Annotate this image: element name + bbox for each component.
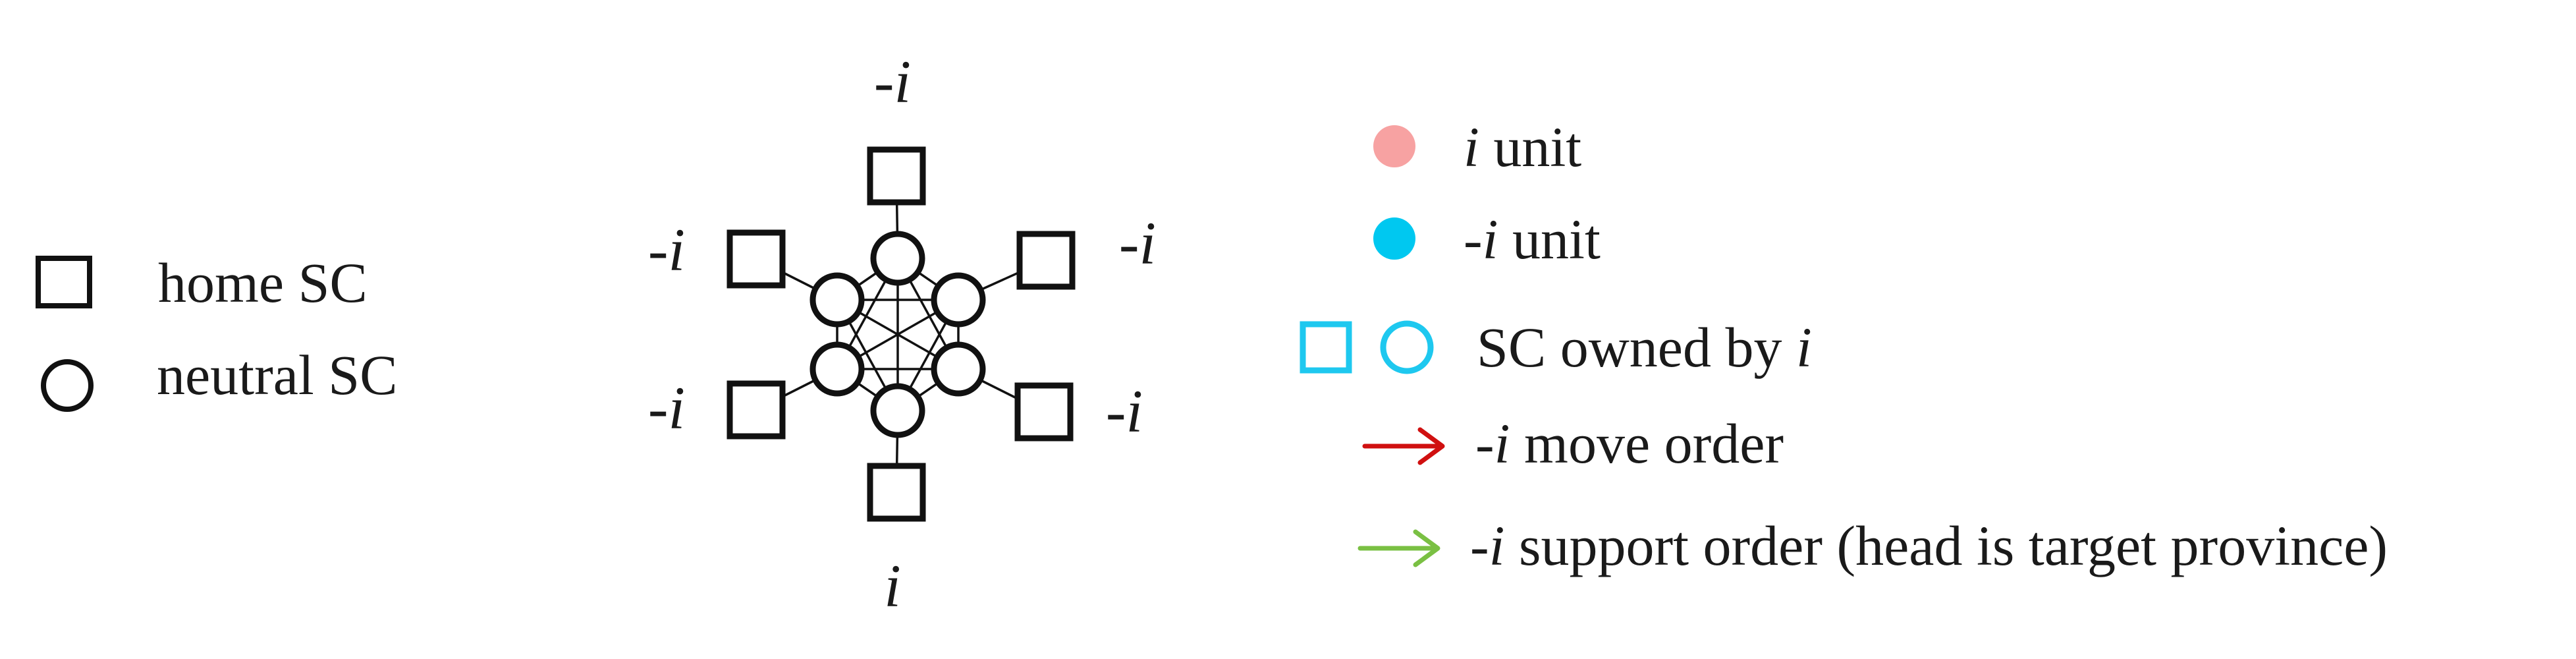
board-edges bbox=[755, 175, 1047, 493]
board-neutral-scs bbox=[809, 231, 986, 438]
owned-sc-square-icon bbox=[1300, 321, 1352, 374]
board-diagram: -i -i -i -i -i i bbox=[648, 48, 1156, 619]
move-order-text: move order bbox=[1510, 412, 1784, 475]
home-sc-label: home SC bbox=[158, 251, 368, 314]
left-legend: home SC neutral SC bbox=[36, 251, 397, 412]
support-order-prefix: -i bbox=[1470, 514, 1505, 577]
i-unit-text: unit bbox=[1479, 115, 1581, 179]
neg-i-unit-text: unit bbox=[1498, 208, 1601, 271]
home-label-lower-left: -i bbox=[648, 374, 685, 442]
neutral-sc-upper-right bbox=[931, 272, 986, 328]
home-sc-top bbox=[867, 146, 926, 206]
support-order-text: support order (head is target province) bbox=[1505, 514, 2388, 577]
home-label-lower-right: -i bbox=[1106, 378, 1143, 445]
neutral-sc-bottom bbox=[870, 383, 925, 438]
move-order-prefix: -i bbox=[1475, 412, 1510, 475]
owned-sc-label: SC owned by i bbox=[1477, 316, 1812, 379]
home-label-upper-right: -i bbox=[1119, 210, 1156, 277]
home-sc-upper-left bbox=[726, 229, 786, 289]
i-unit-dot-icon bbox=[1373, 125, 1415, 167]
neutral-sc-lower-right bbox=[931, 341, 986, 397]
neutral-sc-lower-left bbox=[809, 341, 865, 397]
support-order-arrow-icon bbox=[1357, 529, 1440, 567]
i-unit-label: i unit bbox=[1464, 115, 1581, 179]
home-label-bottom: i bbox=[884, 552, 901, 619]
neutral-sc-label: neutral SC bbox=[157, 343, 397, 407]
owned-sc-suffix: i bbox=[1796, 316, 1812, 379]
home-sc-square-icon bbox=[36, 256, 92, 308]
neg-i-unit-label: -i unit bbox=[1464, 208, 1601, 271]
support-order-label: -i support order (head is target provinc… bbox=[1470, 514, 2388, 577]
board-home-scs bbox=[726, 146, 1076, 522]
right-legend: i unit -i unit SC owned by i -i move ord… bbox=[1300, 115, 2388, 577]
home-sc-lower-left bbox=[726, 380, 786, 440]
neutral-sc-upper-left bbox=[809, 272, 865, 328]
move-order-arrow-icon bbox=[1362, 427, 1445, 465]
owned-sc-text: SC owned by bbox=[1477, 316, 1796, 379]
neg-i-unit-dot-icon bbox=[1373, 217, 1415, 260]
move-order-label: -i move order bbox=[1475, 412, 1784, 475]
home-sc-upper-right bbox=[1016, 231, 1076, 290]
neg-i-unit-prefix: -i bbox=[1464, 208, 1498, 271]
home-sc-lower-right bbox=[1014, 382, 1074, 442]
owned-sc-circle-icon bbox=[1380, 320, 1434, 374]
i-unit-prefix: i bbox=[1464, 115, 1479, 179]
home-label-top: -i bbox=[874, 48, 911, 115]
home-label-upper-left: -i bbox=[648, 216, 685, 283]
home-sc-bottom bbox=[867, 463, 926, 522]
neutral-sc-top bbox=[870, 231, 925, 286]
neutral-sc-circle-icon bbox=[41, 359, 94, 412]
